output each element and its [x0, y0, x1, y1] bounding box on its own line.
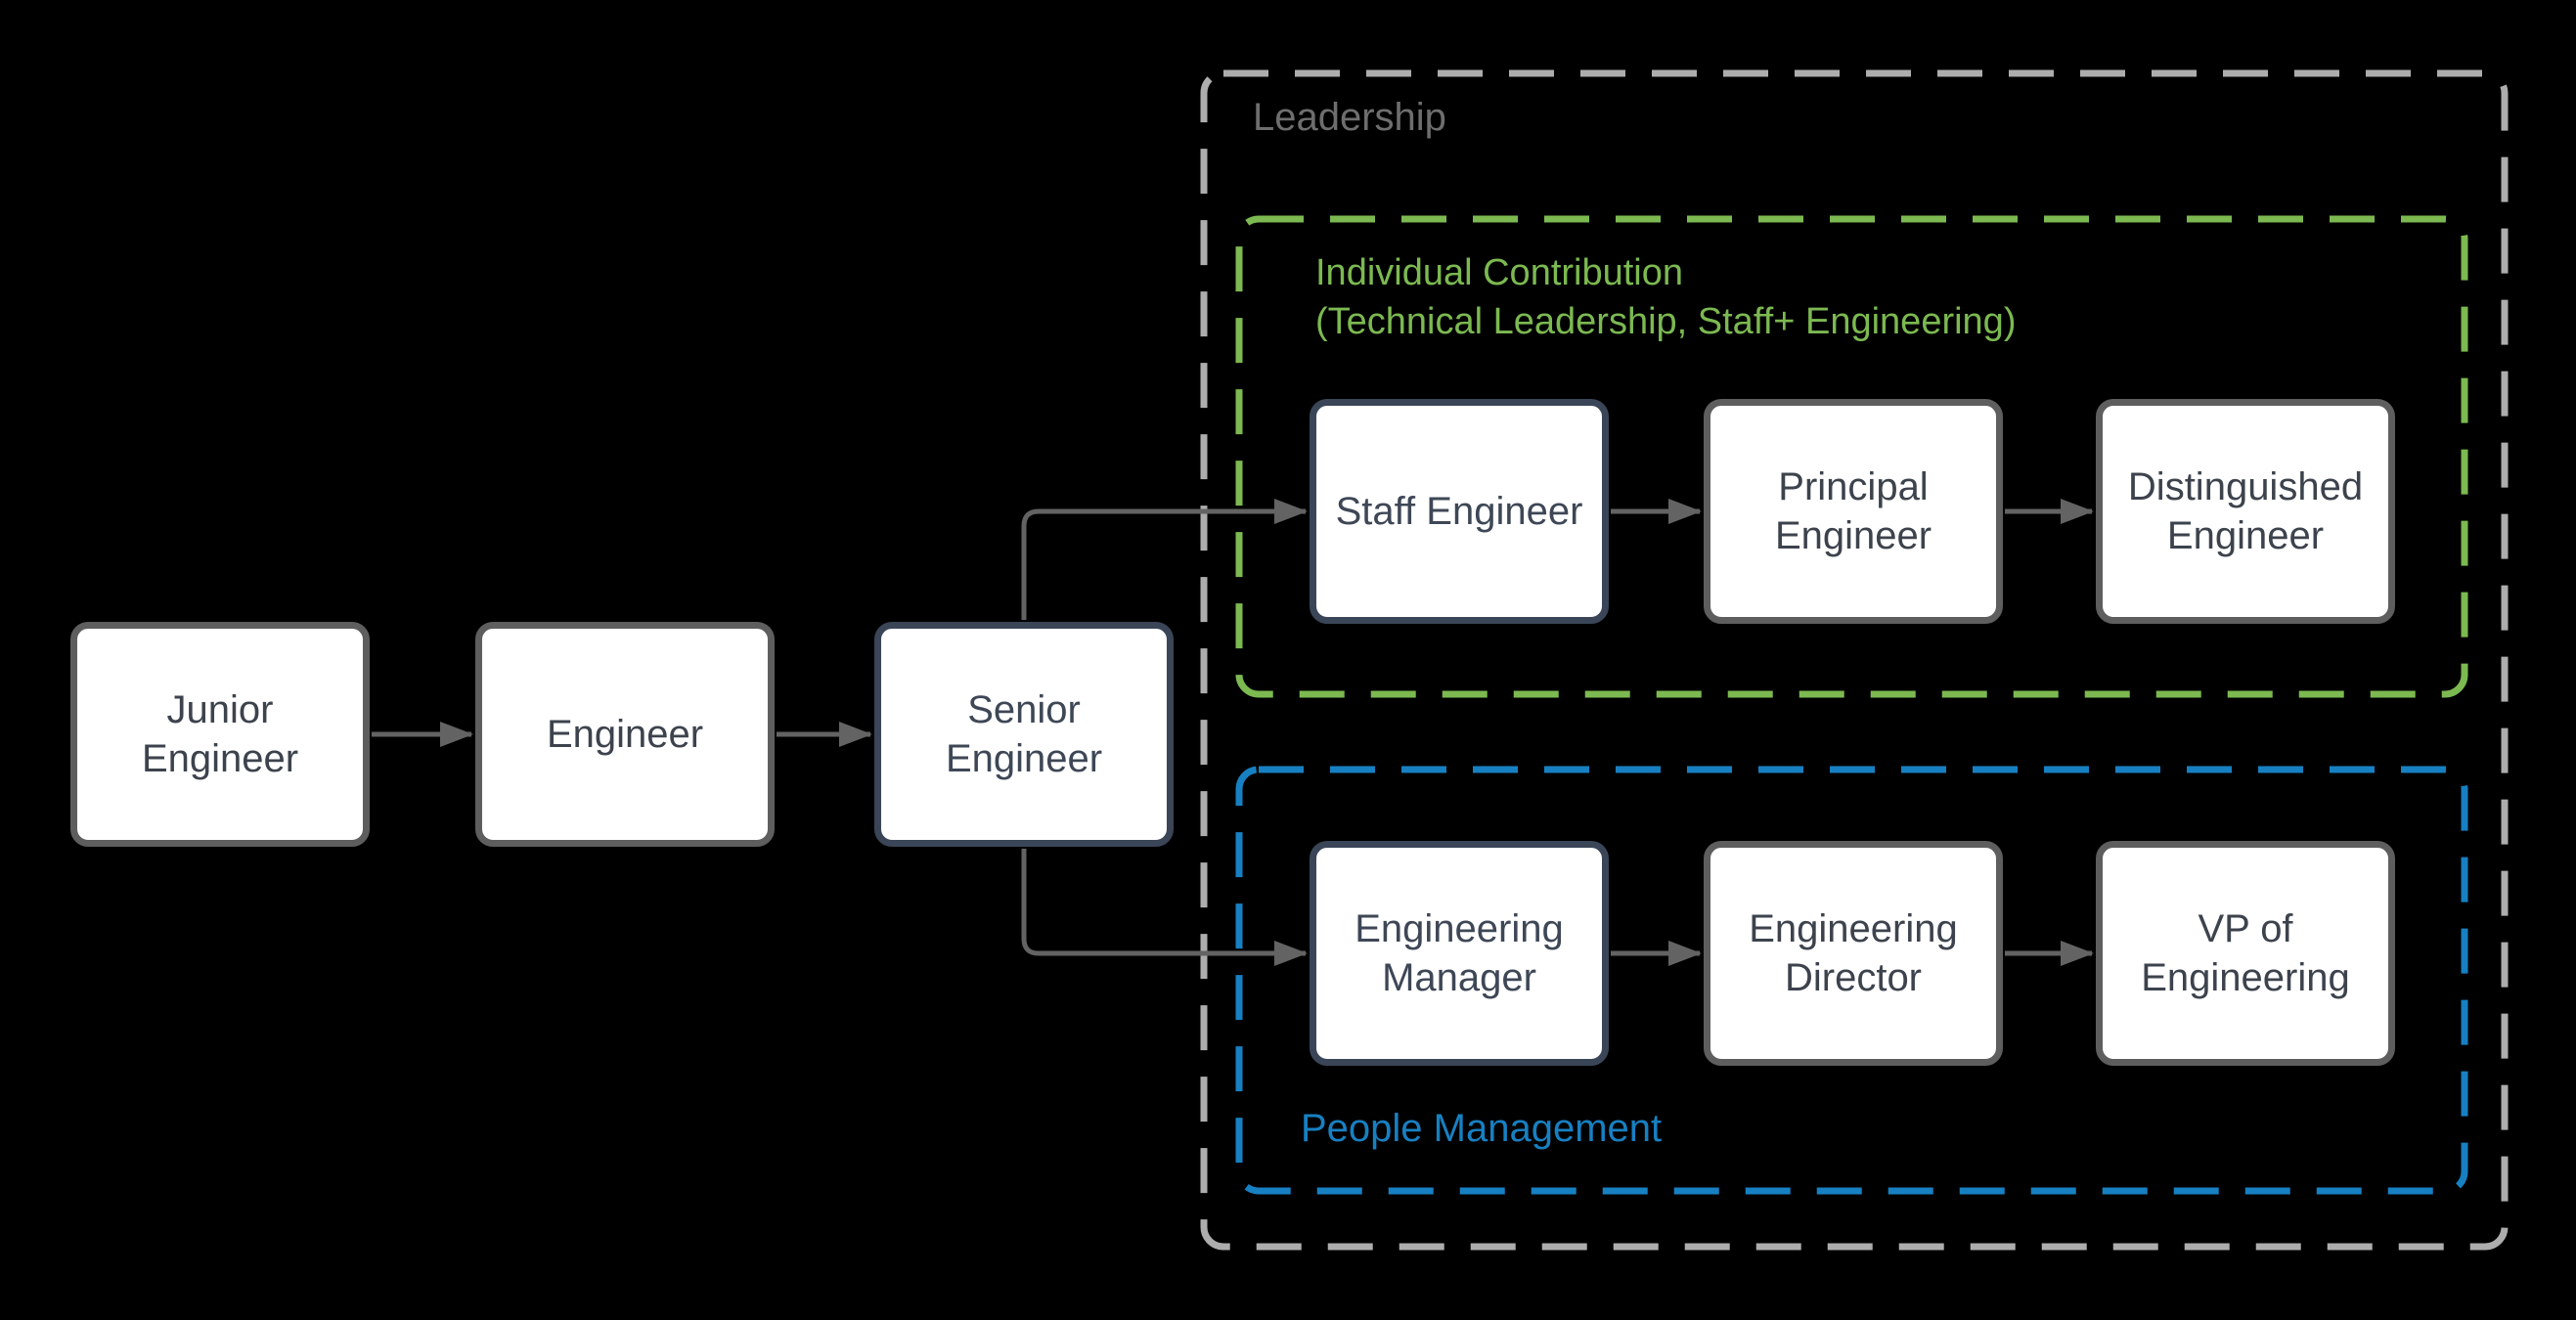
individual-contribution-group-box [1235, 215, 2468, 698]
node-engineering-manager: Engineering Manager [1310, 841, 1609, 1066]
leadership-group-label: Leadership [1253, 96, 1446, 139]
node-distinguished-engineer: Distinguished Engineer [2096, 399, 2395, 624]
node-vp-of-engineering: VP of Engineering [2096, 841, 2395, 1066]
edge-senior-to-staff [1021, 499, 1308, 620]
leadership-group-box [1200, 69, 2509, 1251]
node-engineer: Engineer [475, 622, 775, 847]
node-staff-engineer: Staff Engineer [1310, 399, 1609, 624]
node-junior-engineer: Junior Engineer [70, 622, 370, 847]
node-senior-engineer: Senior Engineer [874, 622, 1174, 847]
node-engineering-director: Engineering Director [1704, 841, 2003, 1066]
node-principal-engineer: Principal Engineer [1704, 399, 2003, 624]
people-management-group-label: People Management [1301, 1107, 1663, 1150]
individual-contribution-group-label: Individual Contribution (Technical Leade… [1315, 252, 2017, 342]
edge-senior-to-engineering-manager [1021, 849, 1308, 966]
people-management-group-box [1235, 766, 2468, 1195]
